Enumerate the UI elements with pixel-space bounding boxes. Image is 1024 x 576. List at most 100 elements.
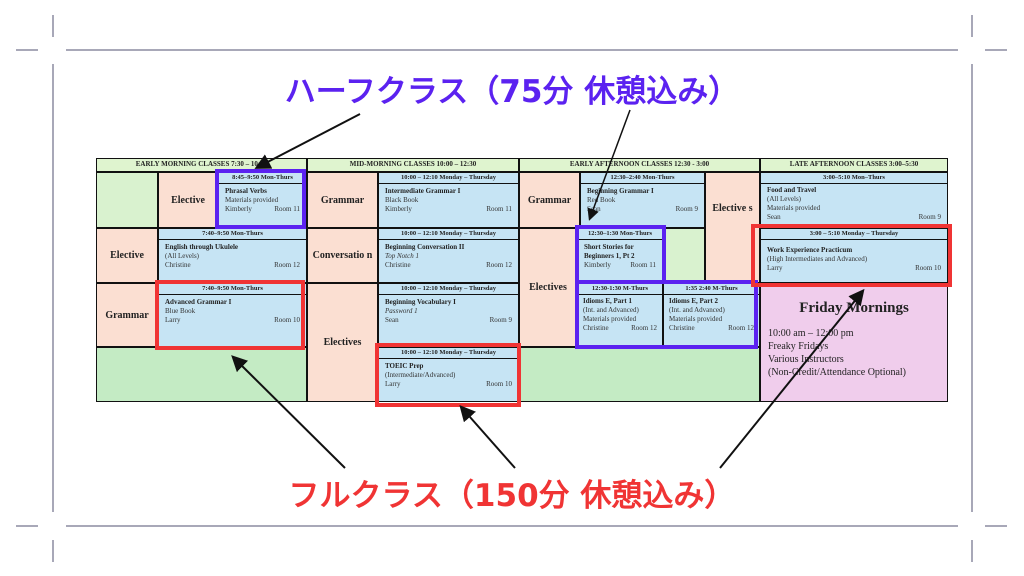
class-info: Blue Book: [165, 307, 196, 315]
teacher: Larry: [385, 380, 401, 388]
empty-cell: [663, 228, 705, 283]
full-class-highlight: [155, 280, 305, 350]
label-grammar: Grammar: [307, 172, 378, 228]
crop-mark: [971, 15, 973, 37]
room: Room 12: [274, 261, 300, 269]
room: Room 9: [489, 316, 512, 324]
class-info: (High Intermediates and Advanced): [767, 255, 868, 263]
label-grammar: Grammar: [519, 172, 580, 228]
room: Room 10: [486, 380, 512, 388]
crop-mark: [985, 525, 1007, 527]
room: Room 9: [675, 205, 698, 213]
friday-instructors: Various Instructors: [768, 354, 844, 365]
half-class-highlight: [575, 280, 758, 349]
class-time: 8:45–9:50 Mon-Thurs: [219, 173, 306, 184]
header-late-afternoon: LATE AFTERNOON CLASSES 3:00–5:30: [760, 158, 948, 172]
friday-name: Freaky Fridays: [768, 341, 829, 352]
class-info: (All Levels): [165, 252, 200, 260]
class-time: 12:30–2:40 Mon-Thurs: [581, 173, 704, 184]
label-conversation: Conversatio n: [307, 228, 378, 283]
class-time: 3:00–5:10 Mon–Thurs: [761, 173, 947, 184]
class-time: 3:00 – 5:10 Monday – Thursday: [761, 229, 947, 240]
friday-title: Friday Mornings: [799, 300, 909, 316]
room: Room 12: [631, 324, 657, 332]
class-title: Beginning Vocabulary I: [385, 298, 456, 306]
class-title: Idioms E, Part 2: [669, 297, 718, 305]
crop-mark: [16, 49, 38, 51]
teacher: Larry: [767, 264, 783, 272]
arrow-icon: [719, 288, 865, 469]
teacher: Christine: [669, 324, 695, 332]
class-title: Beginning Conversation II: [385, 243, 465, 251]
empty-cell: [519, 347, 760, 402]
teacher: Kimberly: [225, 205, 252, 213]
arrow-icon: [231, 355, 346, 469]
teacher: Sean: [385, 316, 399, 324]
half-class-highlight: [215, 169, 306, 229]
arrow-icon: [459, 405, 516, 469]
class-time: 7:40–9:50 Mon-Thurs: [159, 229, 306, 240]
header-early-morning: EARLY MORNING CLASSES 7:30 – 10:00: [96, 158, 307, 172]
class-time: 10:00 – 12:10 Monday – Thursday: [379, 348, 518, 359]
header-mid-morning: MID-MORNING CLASSES 10:00 – 12:30: [307, 158, 519, 172]
label-elective: Elective: [158, 172, 218, 228]
label-grammar: Grammar: [96, 283, 158, 347]
crop-mark: [52, 15, 54, 37]
class-info: (Int. and Advanced): [583, 306, 639, 314]
class-info: Black Book: [385, 196, 419, 204]
class-info: Materials provided: [767, 204, 821, 212]
page-border-right: [971, 64, 973, 512]
class-title: Beginning Grammar I: [587, 187, 654, 195]
room: Room 9: [918, 213, 941, 221]
arrow-icon: [587, 109, 631, 221]
page-border-bottom: [66, 525, 958, 527]
crop-mark: [52, 540, 54, 562]
teacher: Christine: [385, 261, 411, 269]
room: Room 11: [486, 205, 512, 213]
crop-mark: [16, 525, 38, 527]
header-early-afternoon: EARLY AFTERNOON CLASSES 12:30 - 3:00: [519, 158, 760, 172]
page-border-top: [66, 49, 958, 51]
room: Room 11: [274, 205, 300, 213]
class-title: Food and Travel: [767, 186, 817, 194]
class-title: Intermediate Grammar I: [385, 187, 461, 195]
class-title: Phrasal Verbs: [225, 187, 267, 195]
teacher: Kimberly: [385, 205, 412, 213]
friday-time: 10:00 am – 12:00 pm: [768, 328, 854, 339]
class-info: Red Book: [587, 196, 616, 204]
class-title: TOEIC Prep: [385, 362, 424, 370]
half-class-annotation: ハーフクラス（75分 休憩込み）: [284, 74, 740, 110]
class-title: Work Experience Practicum: [767, 246, 853, 254]
class-info: Materials provided: [225, 196, 279, 204]
teacher: Larry: [165, 316, 181, 324]
class-info: (Int. and Advanced): [669, 306, 725, 314]
label-elective: Elective: [96, 228, 158, 283]
arrow-icon: [254, 113, 361, 169]
room: Room 12: [486, 261, 512, 269]
class-title: Advanced Grammar I: [165, 298, 232, 306]
friday-note: (Non-Credit/Attendance Optional): [768, 367, 907, 378]
class-time: 10:00 – 12:10 Monday – Thursday: [379, 284, 518, 295]
class-title: Idioms E, Part 1: [583, 297, 632, 305]
class-info: Materials provided: [583, 315, 637, 323]
label-electives: Electives: [307, 283, 378, 402]
class-info: Top Notch 1: [385, 252, 419, 260]
class-info: Materials provided: [669, 315, 723, 323]
room: Room 10: [274, 316, 300, 324]
teacher: Kimberly: [584, 261, 611, 269]
room: Room 10: [915, 264, 941, 272]
class-time: 10:00 – 12:10 Monday – Thursday: [379, 229, 518, 240]
